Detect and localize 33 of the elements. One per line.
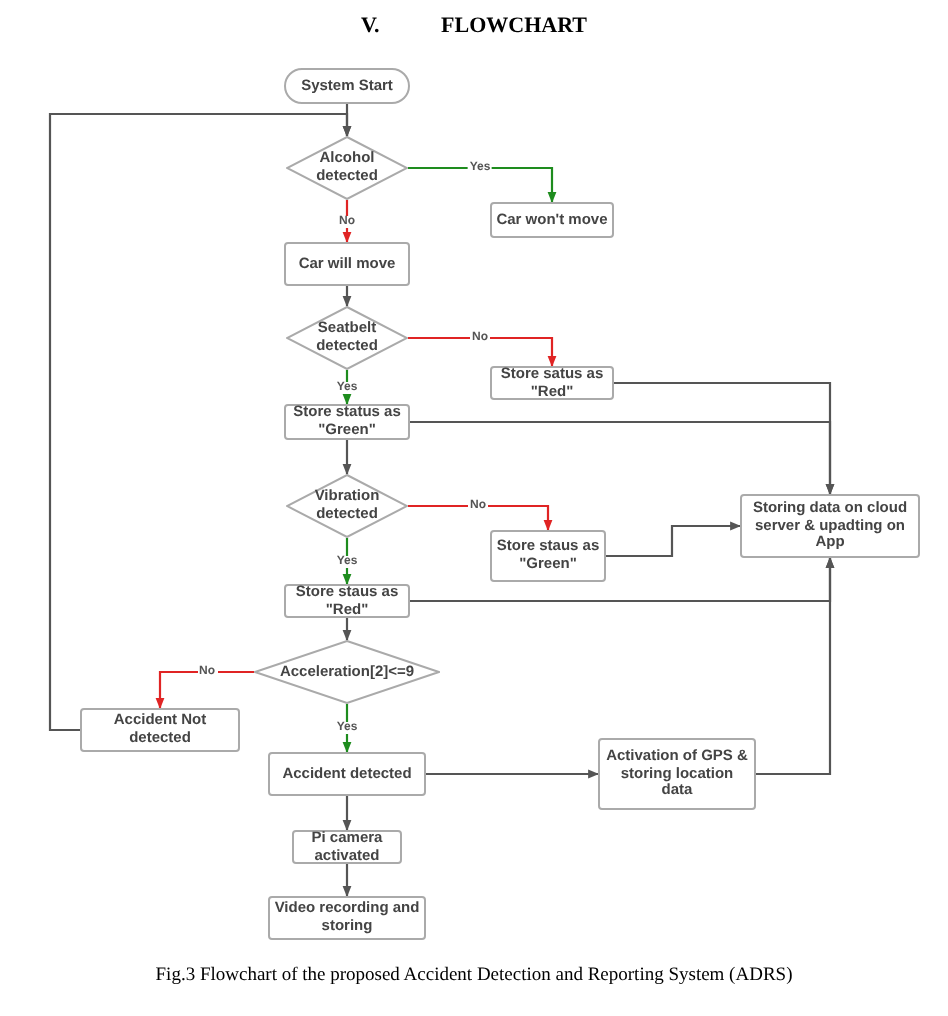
process-box: [490, 366, 614, 400]
process-box: [740, 494, 920, 558]
arrow: [756, 556, 835, 776]
arrow: [155, 670, 254, 710]
decision-diamond: [286, 306, 408, 370]
arrow: [342, 864, 352, 898]
process-box: [598, 738, 756, 810]
arrow: [408, 336, 557, 368]
arrow: [342, 704, 352, 754]
section-heading: V. FLOWCHART: [361, 14, 587, 38]
decision-diamond: [254, 640, 440, 704]
arrow: [342, 200, 352, 244]
arrow: [342, 286, 352, 308]
decision-diamond: [286, 474, 408, 538]
arrow: [410, 420, 835, 496]
process-box: [490, 530, 606, 582]
arrow: [48, 112, 352, 732]
arrow: [408, 166, 557, 204]
arrow: [408, 504, 553, 532]
decision-diamond: [286, 136, 408, 200]
process-box: [292, 830, 402, 864]
process-box: [284, 242, 410, 286]
start-terminal: [284, 68, 410, 104]
figure-caption: Fig.3 Flowchart of the proposed Accident Detection and Reporting System (ADRS): [155, 966, 793, 986]
arrow: [342, 440, 352, 476]
process-box: [268, 752, 426, 796]
arrow: [426, 769, 600, 779]
process-box: [490, 202, 614, 238]
arrow: [606, 521, 742, 558]
arrow: [342, 796, 352, 832]
arrow: [342, 618, 352, 642]
process-box: [284, 584, 410, 618]
process-box: [80, 708, 240, 752]
